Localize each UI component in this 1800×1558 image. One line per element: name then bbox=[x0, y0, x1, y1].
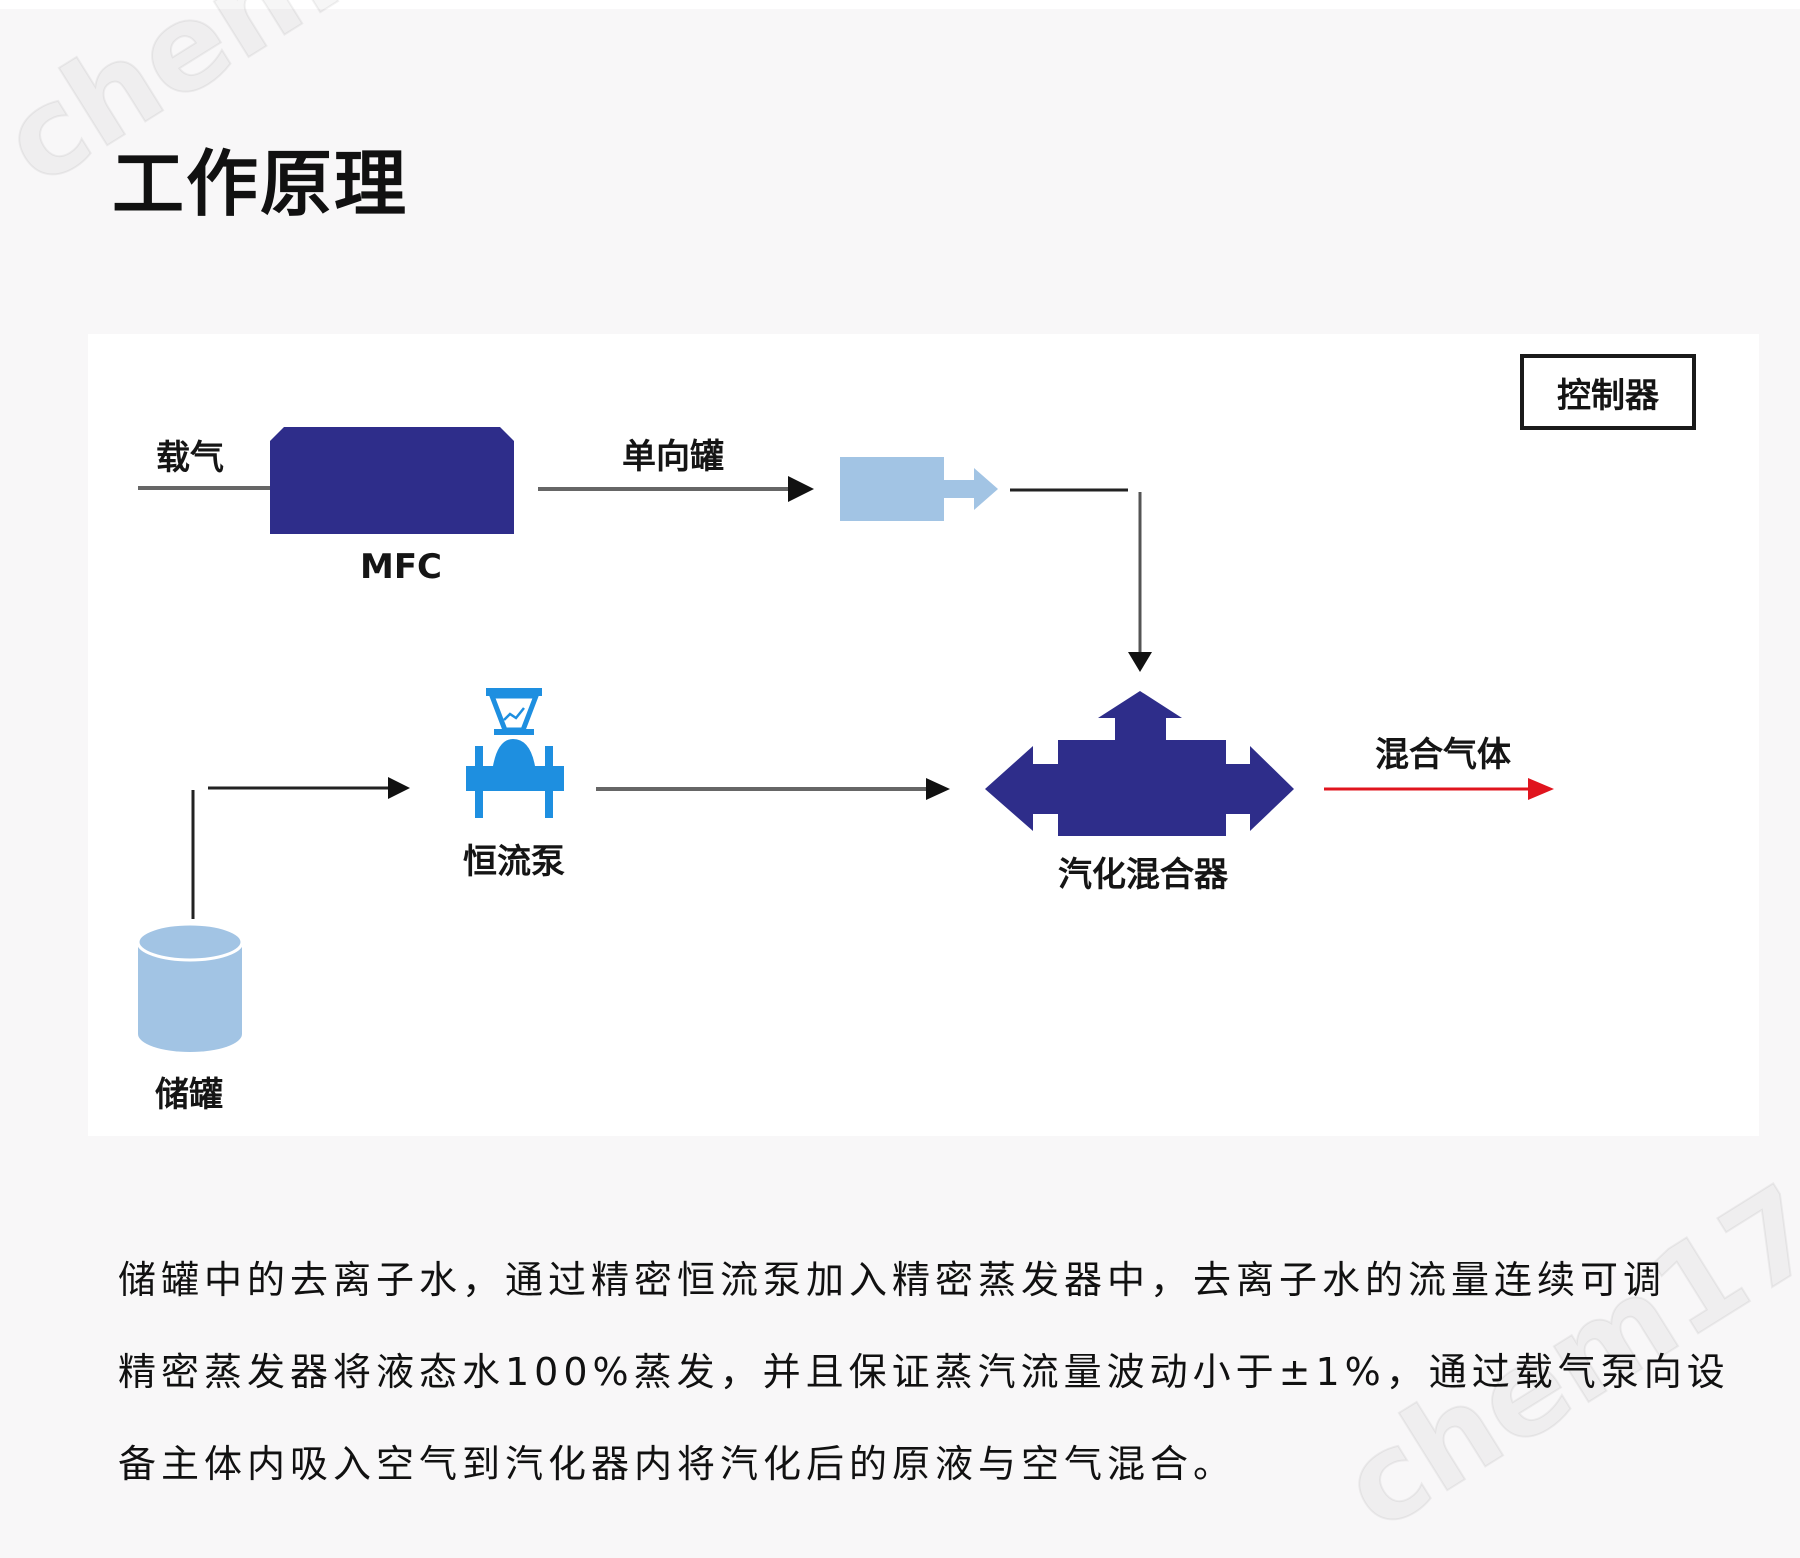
label-vaporizer-mixer: 汽化混合器 bbox=[1058, 855, 1228, 895]
label-storage-tank: 储罐 bbox=[155, 1075, 223, 1115]
check-valve-icon bbox=[840, 457, 998, 521]
label-mixed-gas: 混合气体 bbox=[1375, 735, 1511, 775]
vaporizer-mixer-icon bbox=[985, 691, 1294, 836]
mfc-block bbox=[270, 427, 514, 534]
controller-box: 控制器 bbox=[1520, 354, 1696, 430]
tank-to-pump-line bbox=[191, 777, 410, 919]
mixed-gas-arrow bbox=[1324, 778, 1554, 800]
page-title: 工作原理 bbox=[112, 141, 409, 227]
description-line: 精密蒸发器将液态水100%蒸发，并且保证蒸汽流量波动小于±1%，通过载气泵向设 bbox=[118, 1350, 1730, 1394]
diagram-canvas bbox=[136, 427, 1554, 1052]
label-mfc: MFC bbox=[360, 547, 443, 587]
top-strip bbox=[0, 0, 1800, 9]
description-line: 储罐中的去离子水，通过精密恒流泵加入精密蒸发器中，去离子水的流量连续可调 bbox=[118, 1258, 1667, 1302]
storage-tank-icon bbox=[136, 922, 244, 1052]
label-carrier-gas: 载气 bbox=[156, 438, 224, 478]
process-diagram: 载气 MFC 单向罐 控制器 恒流泵 汽化混合器 混合气体 储罐 bbox=[88, 334, 1759, 1136]
label-pump: 恒流泵 bbox=[463, 842, 565, 882]
label-check-valve: 单向罐 bbox=[622, 437, 724, 477]
valve-to-mixer-line bbox=[1010, 488, 1152, 672]
pump-to-mixer-arrow bbox=[596, 778, 950, 800]
pump-icon bbox=[466, 688, 564, 818]
description-line: 备主体内吸入空气到汽化器内将汽化后的原液与空气混合。 bbox=[118, 1442, 1237, 1486]
description-text: 储罐中的去离子水，通过精密恒流泵加入精密蒸发器中，去离子水的流量连续可调 精密蒸… bbox=[118, 1250, 1738, 1526]
label-controller: 控制器 bbox=[1557, 375, 1659, 416]
mfc-to-valve-arrow bbox=[538, 476, 814, 502]
